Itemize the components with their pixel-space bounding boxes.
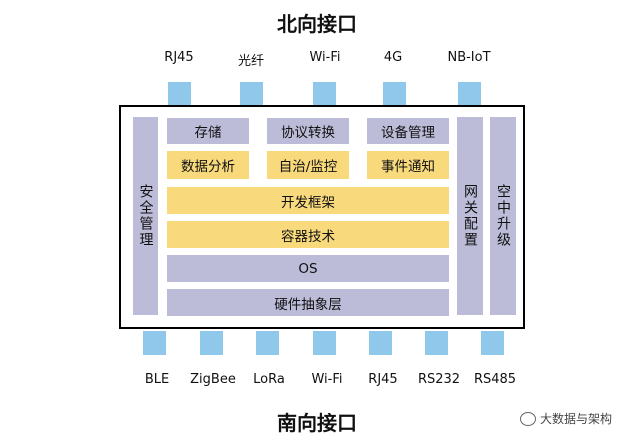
south-port [369, 331, 392, 355]
south-port [425, 331, 448, 355]
app-autonomy-monitoring: 自治/监控 [267, 151, 349, 179]
north-interface-title: 北向接口 [277, 12, 357, 36]
south-port-label: BLE [144, 372, 170, 387]
south-port-label: ZigBee [190, 372, 236, 387]
layer-hal: 硬件抽象层 [167, 289, 449, 316]
layer-container-tech: 容器技术 [167, 221, 449, 248]
north-port-label: 4G [383, 50, 403, 65]
north-port-label: NB-IoT [447, 50, 491, 65]
watermark: 大数据与架构 [520, 410, 612, 427]
south-port [481, 331, 504, 355]
north-port [313, 82, 336, 106]
ota-upgrade-label: 空中升级 [495, 184, 511, 248]
security-management-label: 安全管理 [137, 184, 154, 248]
south-port-label: LoRa [253, 372, 285, 387]
security-management-column: 安全管理 [133, 117, 158, 315]
south-port [143, 331, 166, 355]
south-port [200, 331, 223, 355]
gateway-config-column: 网关配置 [457, 117, 483, 315]
layer-os: OS [167, 255, 449, 282]
south-port-label: RS232 [417, 372, 461, 387]
wechat-icon [520, 411, 536, 426]
watermark-text: 大数据与架构 [540, 412, 613, 426]
north-port-label: Wi-Fi [309, 50, 341, 65]
south-interface-title: 南向接口 [277, 411, 357, 435]
south-port-label: RJ45 [368, 372, 398, 387]
north-port [168, 82, 191, 106]
ota-upgrade-column: 空中升级 [490, 117, 516, 315]
north-port-label: RJ45 [164, 50, 194, 65]
gateway-config-label: 网关配置 [462, 184, 478, 248]
module-storage: 存储 [167, 118, 249, 144]
south-port-label: RS485 [473, 372, 517, 387]
app-event-notification: 事件通知 [367, 151, 449, 179]
north-port-label: 光纤 [237, 54, 264, 69]
north-port [383, 82, 406, 106]
north-port [458, 82, 481, 106]
layer-dev-framework: 开发框架 [167, 187, 449, 214]
south-port [256, 331, 279, 355]
module-protocol-conversion: 协议转换 [267, 118, 349, 144]
south-port-label: Wi-Fi [311, 372, 343, 387]
module-device-management: 设备管理 [367, 118, 449, 144]
app-data-analysis: 数据分析 [167, 151, 249, 179]
north-port [240, 82, 263, 106]
south-port [313, 331, 336, 355]
